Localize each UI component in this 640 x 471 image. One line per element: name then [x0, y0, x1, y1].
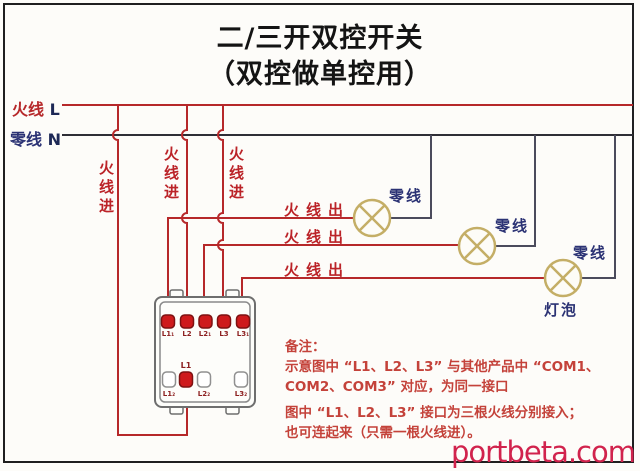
neutral-bus-label-text: 零线 [10, 130, 43, 149]
terminal-l3-1 [235, 314, 251, 329]
terminal-label-l2-2: L2₂ [197, 390, 211, 398]
lamp-neutral-label-3: 零线 [573, 244, 608, 262]
terminal-l3-2 [233, 371, 249, 388]
live-bus-label: 火线 L [12, 96, 60, 120]
neutral-bus-label: 零线 N [10, 126, 61, 150]
live-in-label-3: 火线进 [227, 146, 245, 203]
live-out-wire-1 [167, 217, 354, 315]
terminal-label-l2-1: L2₁ [198, 330, 212, 338]
diagram-frame-border [3, 3, 634, 463]
terminal-l2 [179, 314, 195, 329]
live-out-label-3: 火线出 [284, 261, 351, 279]
terminal-l1-com [178, 371, 194, 388]
switch-module [154, 289, 256, 415]
notes-line-4: 图中 “L1、L2、L3” 接口为三根火线分别接入； [285, 405, 583, 421]
lamp-neutral-label-1: 零线 [389, 187, 424, 205]
watermark: portbeta.com [451, 435, 636, 469]
live-in-label-1: 火线进 [97, 160, 115, 217]
live-bus-label-text: 火线 [12, 100, 45, 119]
live-in-wire-1 [112, 105, 188, 436]
live-out-label-1: 火线出 [284, 201, 351, 219]
switch-body-inner [159, 301, 251, 403]
live-in-label-2: 火线进 [162, 146, 180, 203]
lamp-icon-1 [352, 198, 392, 238]
lamp-icon-2 [457, 226, 497, 266]
live-bus-letter: L [49, 100, 60, 119]
terminal-label-l3: L3 [219, 330, 229, 338]
live-out-label-2: 火线出 [284, 228, 351, 246]
notes-block: 备注： 示意图中 “L1、L2、L3” 与其他产品中 “COM1、 COM2、C… [285, 337, 599, 443]
live-in-wire-2 [181, 105, 188, 315]
bulb-label: 灯泡 [544, 301, 579, 319]
lamp-neutral-label-2: 零线 [495, 217, 530, 235]
page-title-line2: （双控做单控用） [208, 59, 432, 90]
neutral-drop-wires [390, 135, 616, 279]
switch-top-terminals [160, 314, 251, 329]
switch-bottom-terminals [161, 371, 249, 388]
lamp-icons [352, 198, 583, 298]
terminal-l1-1 [160, 314, 176, 329]
terminal-l3 [216, 314, 232, 329]
neutral-drop-wire-1 [390, 135, 432, 219]
notes-line-2: 示意图中 “L1、L2、L3” 与其他产品中 “COM1、 [285, 359, 600, 375]
page-title-line1: 二/三开双控开关 [216, 23, 424, 54]
neutral-bus-letter: N [47, 130, 61, 149]
neutral-drop-wire-2 [495, 135, 536, 247]
notes-line-5: 也可连起来（只需一根火线进）。 [285, 425, 481, 441]
terminal-label-l1-2: L1₂ [162, 390, 176, 398]
terminal-l2-1 [198, 314, 213, 329]
notes-line-1: 备注： [285, 339, 326, 355]
lamp-icon-3 [543, 258, 583, 298]
terminal-label-l1-com: L1 [180, 361, 192, 370]
neutral-drop-wire-3 [581, 135, 616, 279]
live-out-wire-3 [241, 277, 545, 315]
terminal-label-l3-1: L3₁ [236, 330, 250, 338]
terminal-l2-2 [196, 371, 212, 388]
terminal-label-l2: L2 [182, 330, 192, 338]
notes-line-3: COM2、COM3” 对应，为同一接口 [285, 379, 509, 395]
terminal-label-l1-1: L1₁ [161, 330, 175, 338]
live-in-wire-3 [217, 105, 224, 315]
terminal-l1-2 [161, 371, 177, 388]
live-out-wire-2 [203, 244, 459, 315]
terminal-label-l3-2: L3₂ [234, 390, 248, 398]
